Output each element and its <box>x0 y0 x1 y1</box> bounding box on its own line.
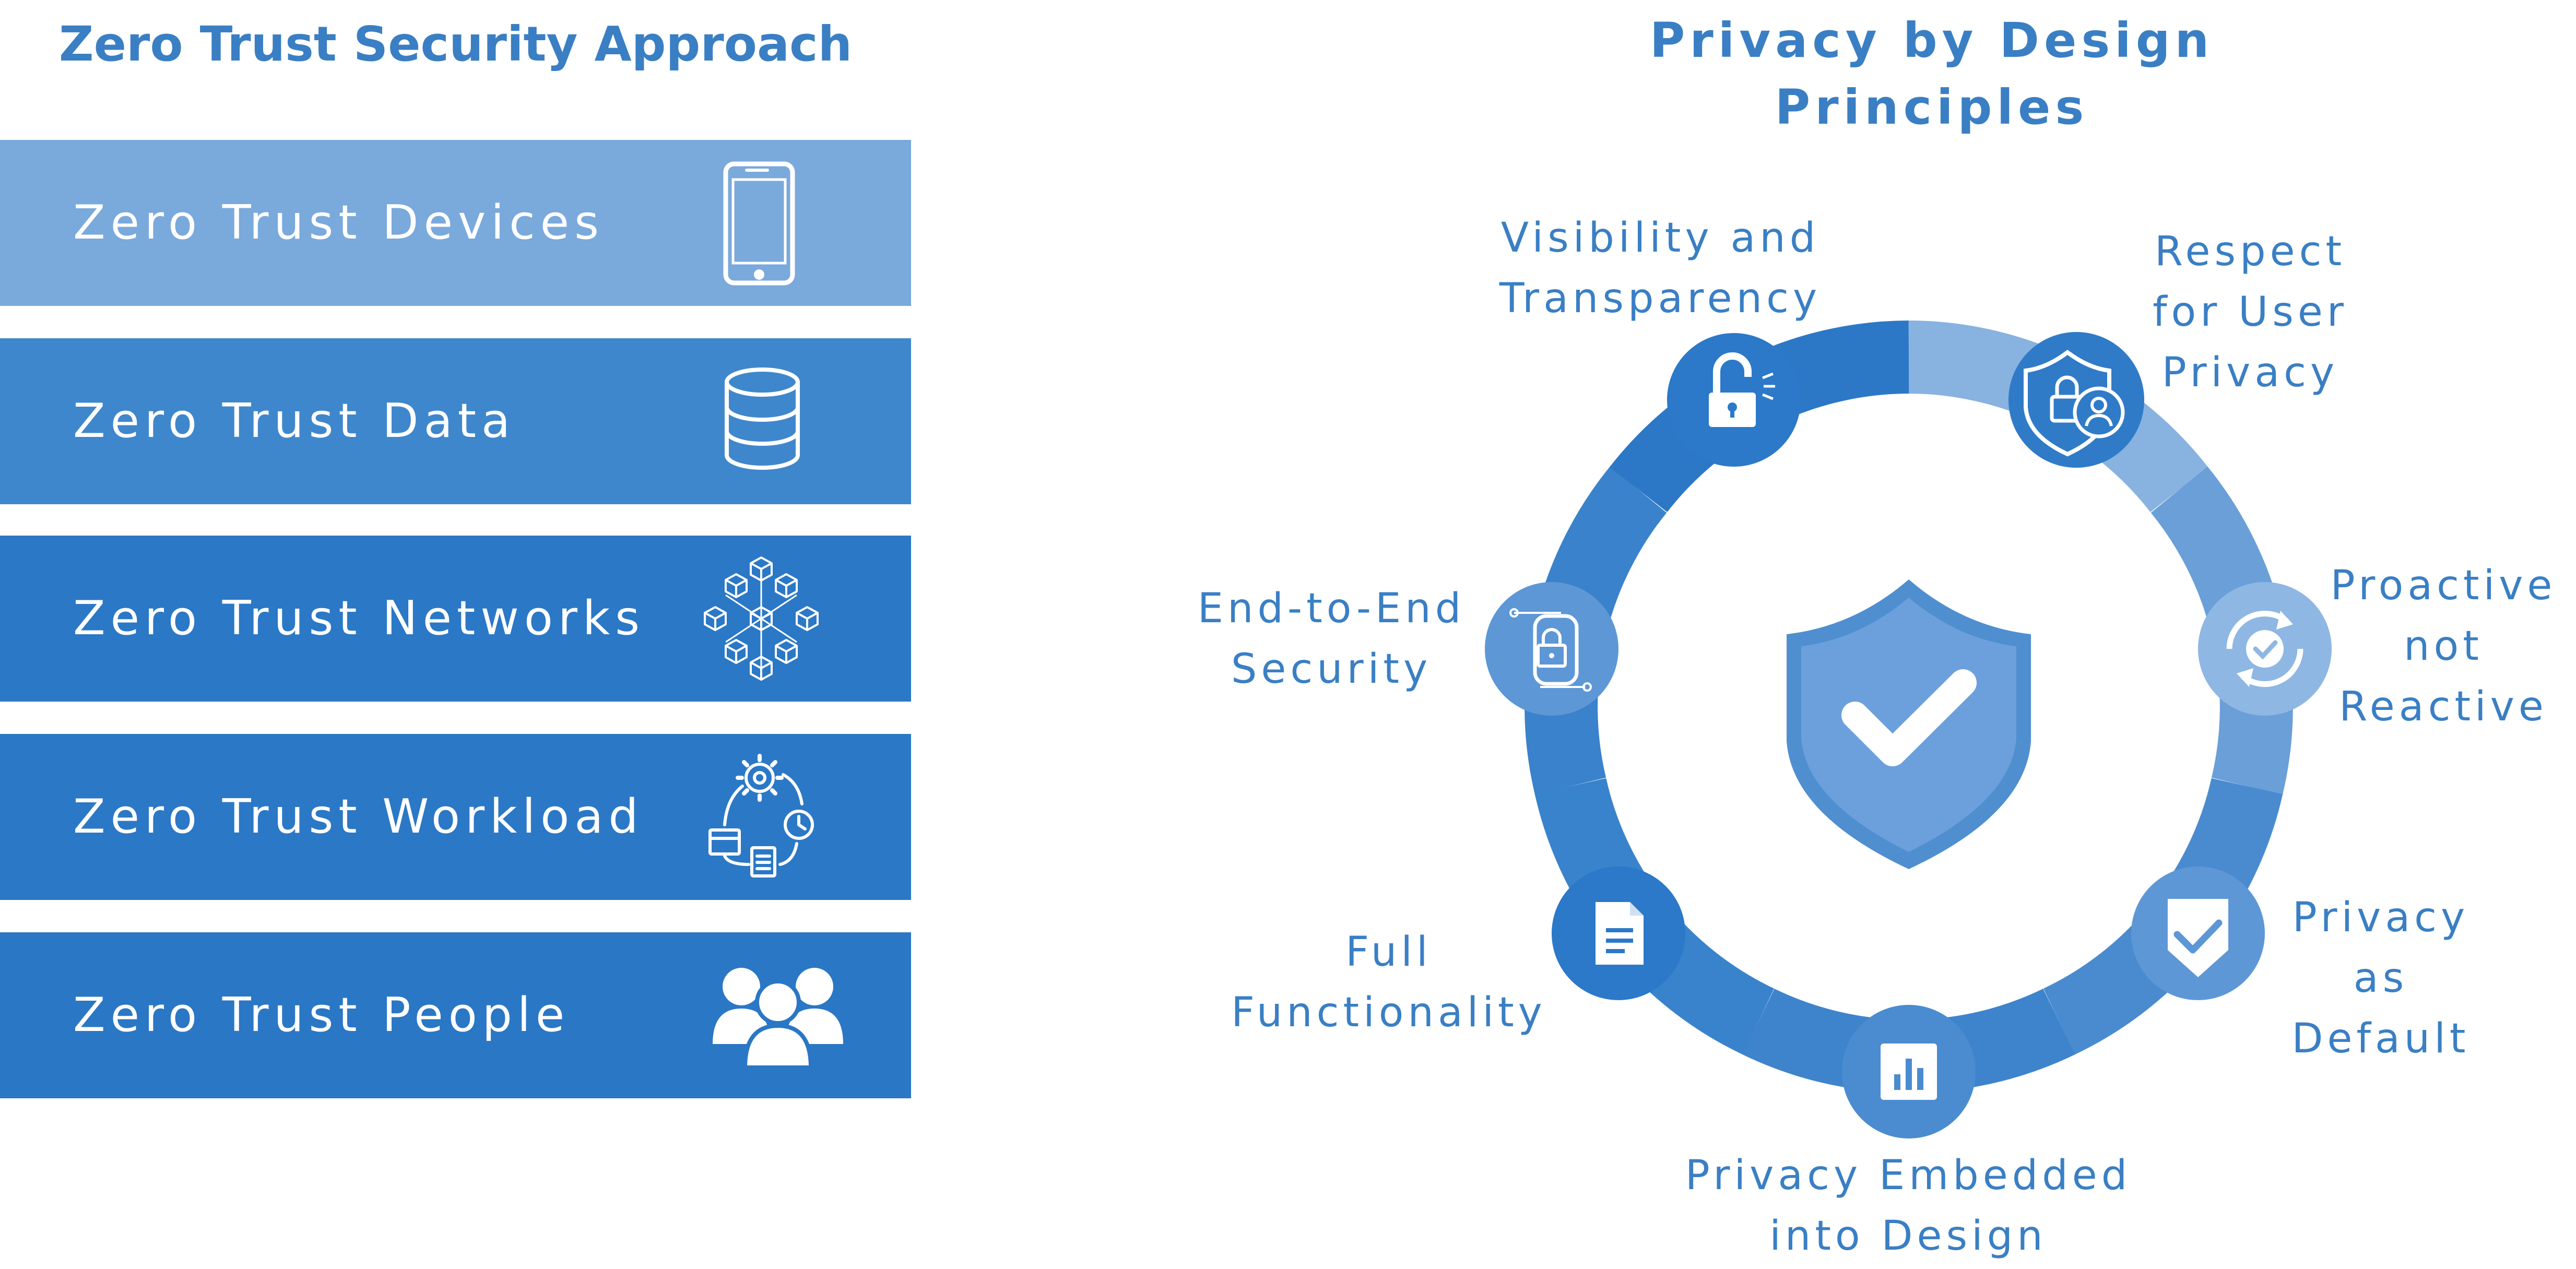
principle-label-respect: Respect for User Privacy <box>2153 228 2348 396</box>
privacy-title-line1: Privacy by Design <box>1649 13 2214 68</box>
zero-trust-networks-label: Zero Trust Networks <box>73 591 645 646</box>
zero-trust-people-bar: Zero Trust People <box>0 932 911 1098</box>
zero-trust-workload-label: Zero Trust Workload <box>73 789 644 844</box>
principle-label-visibility: Visibility and Transparency <box>1499 215 1822 322</box>
database-icon <box>725 367 800 470</box>
unlocked-padlock-icon <box>1667 333 1801 467</box>
zero-trust-title: Zero Trust Security Approach <box>58 16 853 72</box>
zero-trust-data-bar: Zero Trust Data <box>0 338 911 504</box>
workflow-icon <box>708 754 814 877</box>
badge-check-icon <box>2131 867 2265 1000</box>
principle-label-embedded: Privacy Embedded into Design <box>1685 1152 2132 1260</box>
zero-trust-data-label: Zero Trust Data <box>73 394 516 448</box>
document-icon <box>1552 867 1685 1000</box>
zero-trust-people-label: Zero Trust People <box>73 988 570 1042</box>
zero-trust-devices-bar: Zero Trust Devices <box>0 140 911 306</box>
principle-label-security: End-to-End Security <box>1197 585 1466 693</box>
smartphone-icon <box>723 161 795 286</box>
encrypted-lock-icon <box>1485 582 1618 716</box>
zero-trust-workload-bar: Zero Trust Workload <box>0 734 911 900</box>
shield-check-icon <box>1787 579 2031 869</box>
privacy-by-design-title: Privacy by Design Principles <box>1566 7 2297 141</box>
zero-trust-devices-label: Zero Trust Devices <box>73 195 604 250</box>
network-cubes-icon <box>704 556 819 681</box>
privacy-title-line2: Principles <box>1775 79 2089 135</box>
principle-label-default: Privacy as Default <box>2291 894 2470 1062</box>
principle-label-functionality: Full Functionality <box>1231 929 1546 1036</box>
bar-chart-icon <box>1842 1005 1976 1138</box>
people-group-icon <box>713 968 843 1070</box>
shield-lock-user-icon <box>2008 332 2144 468</box>
principle-label-proactive: Proactive not Reactive <box>2330 562 2557 730</box>
refresh-check-icon <box>2198 582 2332 716</box>
zero-trust-networks-bar: Zero Trust Networks <box>0 536 911 702</box>
